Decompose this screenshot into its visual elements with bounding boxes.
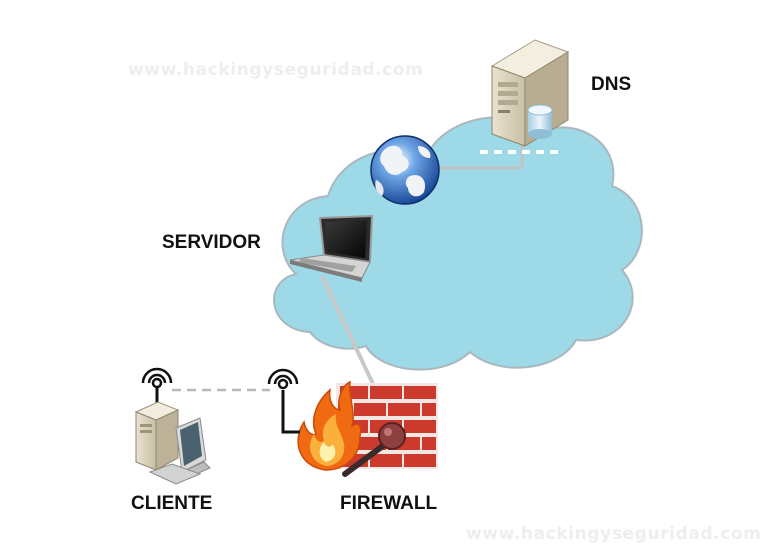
cliente-label: CLIENTE: [131, 493, 213, 514]
firewall-antenna-icon: [267, 368, 300, 434]
network-cloud: [273, 116, 643, 371]
server-tower-database-icon: [490, 39, 570, 147]
brick-wall-fire-icon: [297, 380, 438, 477]
firewall-label: FIREWALL: [340, 493, 438, 514]
watermark-bottom: www.hackingyseguridad.com: [466, 524, 762, 544]
dns-label: DNS: [591, 74, 632, 95]
flame-icon: [297, 380, 362, 471]
watermark-top: www.hackingyseguridad.com: [128, 60, 424, 80]
desktop-computer-icon: [134, 401, 211, 485]
servidor-firewall-link: [320, 275, 375, 385]
cable-plug-icon: [342, 422, 406, 477]
servidor-label: SERVIDOR: [162, 232, 261, 253]
laptop-icon: [289, 214, 374, 282]
globe-icon: [370, 135, 440, 205]
